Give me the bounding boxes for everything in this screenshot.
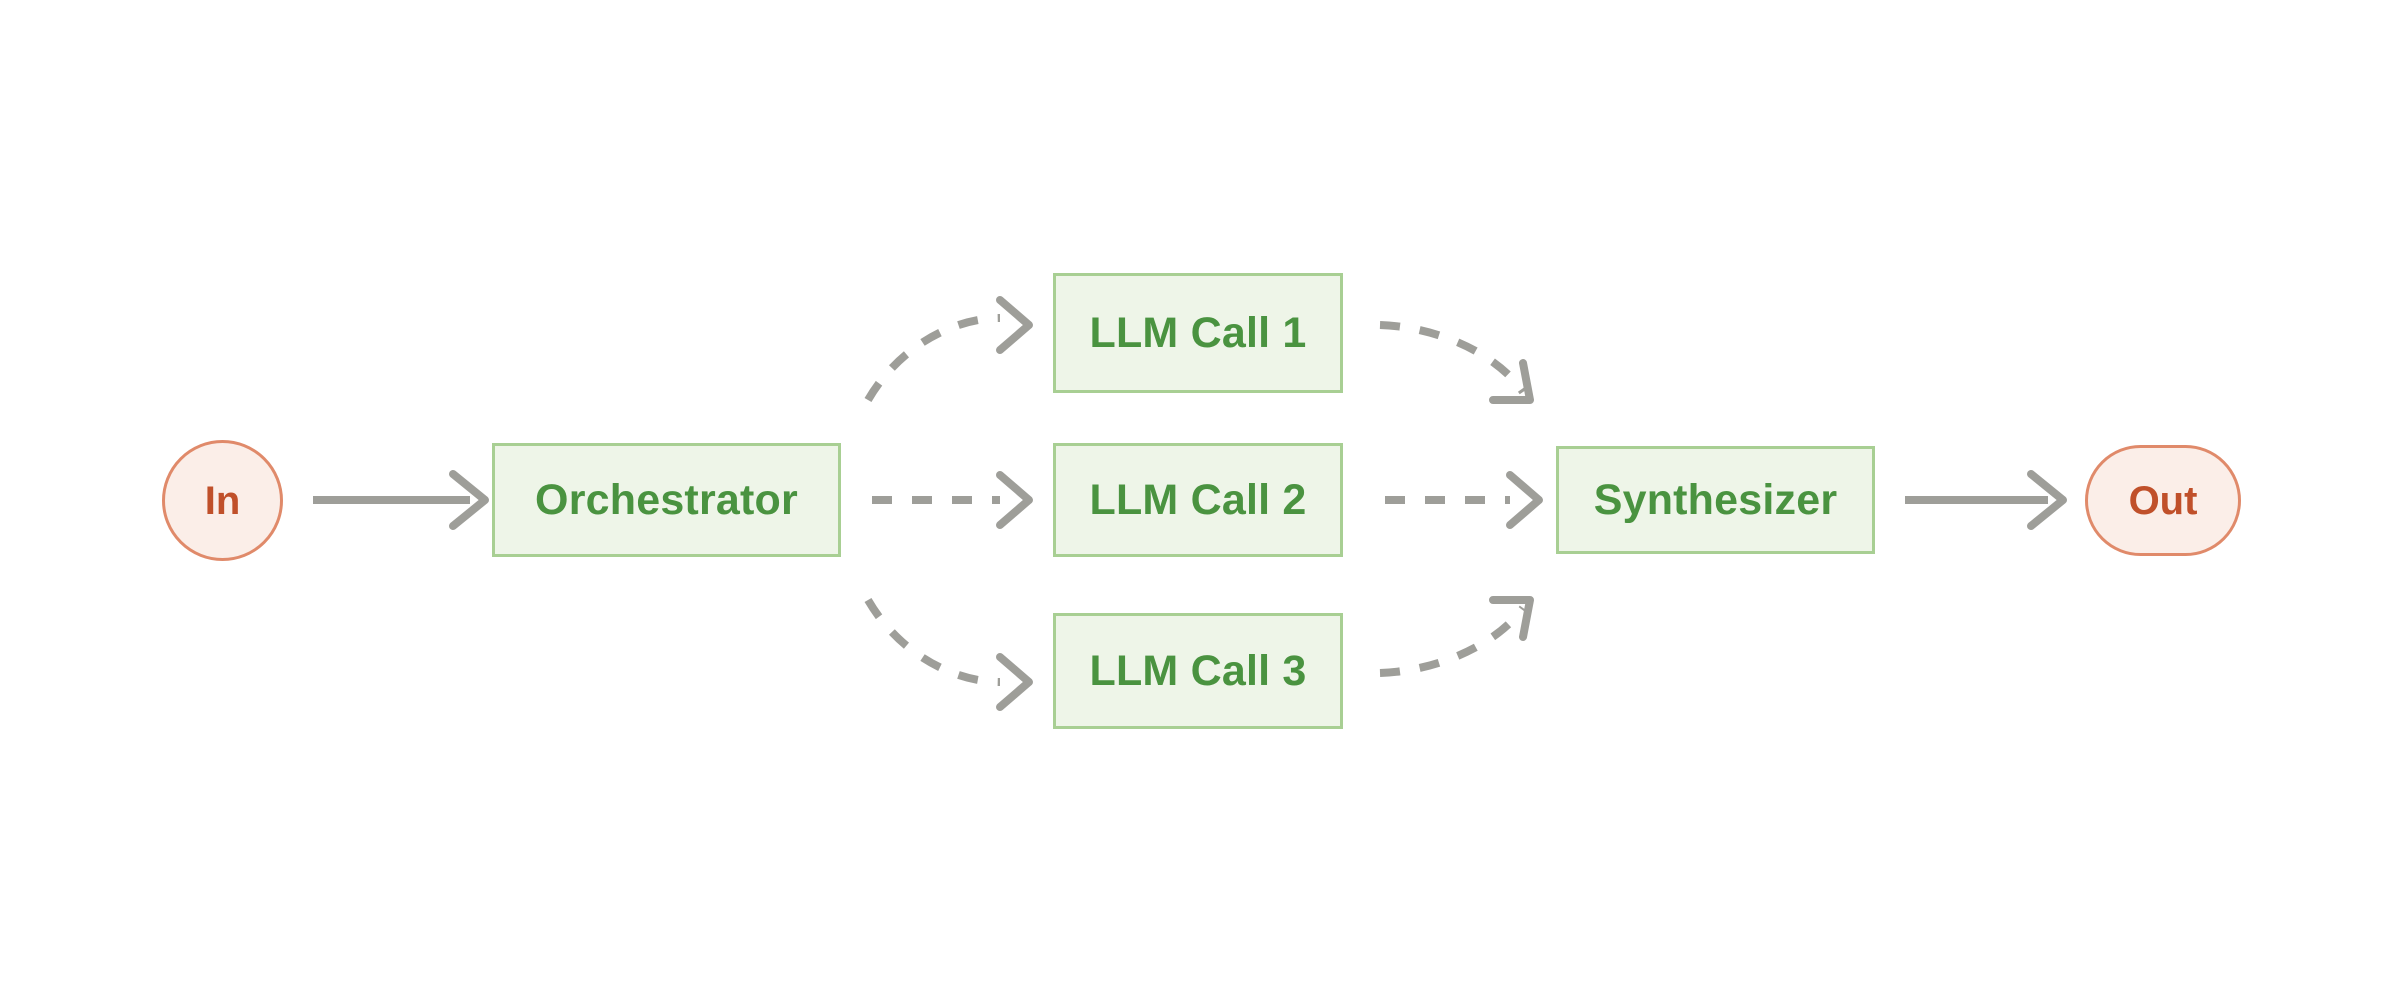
edge-orchestrator-to-call3 bbox=[864, 597, 1033, 711]
arrowhead-right-icon bbox=[996, 296, 1033, 354]
arrowhead-right-icon bbox=[2027, 470, 2067, 530]
node-llm-call-2[interactable]: LLM Call 2 bbox=[1053, 443, 1343, 557]
node-synthesizer[interactable]: Synthesizer bbox=[1556, 446, 1875, 554]
edge-in-to-orchestrator bbox=[313, 470, 489, 530]
node-out[interactable]: Out bbox=[2085, 445, 2241, 556]
edge-call2-to-synthesizer bbox=[1385, 471, 1543, 529]
node-llm-call-1[interactable]: LLM Call 1 bbox=[1053, 273, 1343, 393]
node-llm-call-3[interactable]: LLM Call 3 bbox=[1053, 613, 1343, 729]
edge-synthesizer-to-out bbox=[1905, 470, 2067, 530]
arrowhead-up-right-icon bbox=[1489, 596, 1534, 641]
node-orchestrator[interactable]: Orchestrator bbox=[492, 443, 841, 557]
arrowhead-right-icon bbox=[996, 471, 1033, 529]
arrowhead-down-right-icon bbox=[1489, 359, 1534, 404]
node-in[interactable]: In bbox=[162, 440, 283, 561]
arrowhead-right-icon bbox=[449, 470, 489, 530]
edge-call1-to-synthesizer bbox=[1379, 321, 1534, 404]
edge-call3-to-synthesizer bbox=[1379, 596, 1534, 677]
edge-orchestrator-to-call2 bbox=[872, 471, 1033, 529]
arrowhead-right-icon bbox=[1506, 471, 1543, 529]
edge-orchestrator-to-call1 bbox=[864, 296, 1033, 403]
arrowhead-right-icon bbox=[996, 653, 1033, 711]
